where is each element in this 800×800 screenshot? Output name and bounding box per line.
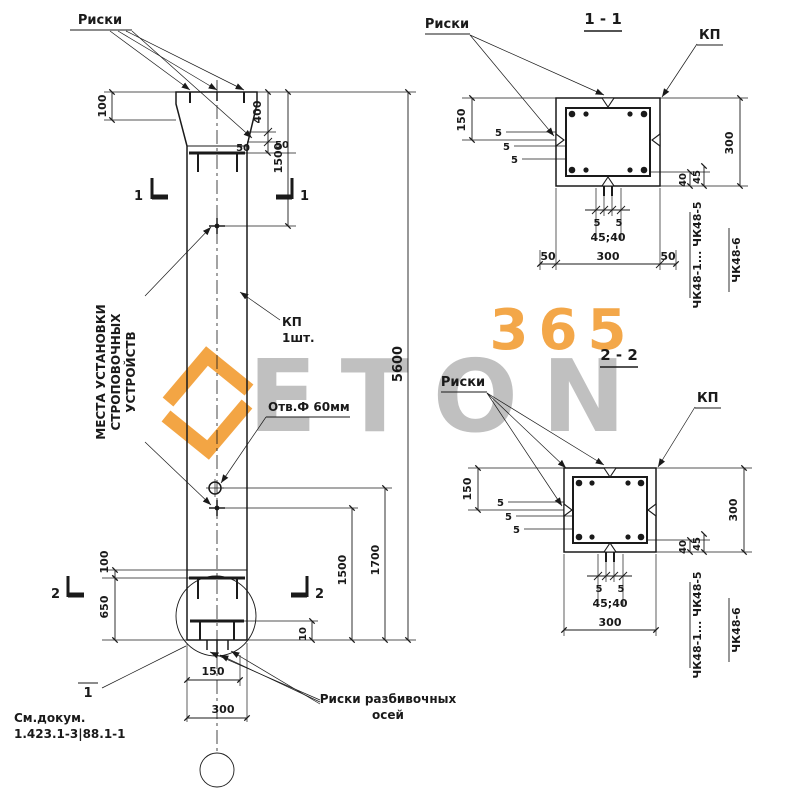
mark-range-s1: ЧК48-1... ЧК48-5 bbox=[691, 201, 704, 308]
dim-40-s1: 40 bbox=[678, 173, 689, 187]
section-cut-1: 1 1 bbox=[134, 178, 309, 204]
dim-1500-top: 1500 bbox=[272, 142, 285, 173]
axes-riski-line2: осей bbox=[372, 708, 404, 722]
section-1-1-kp-label: КП bbox=[699, 28, 721, 43]
dim-1700: 1700 bbox=[369, 544, 382, 575]
dim-5-s2-bot-left: 5 bbox=[596, 584, 603, 595]
section-1-1-riski-label: Риски bbox=[425, 17, 469, 32]
mark-range-s2: ЧК48-1... ЧК48-5 bbox=[691, 571, 704, 678]
kp-note-line1: КП bbox=[282, 315, 302, 329]
strop-mark-top bbox=[209, 218, 225, 234]
detail-bubble bbox=[199, 752, 235, 788]
section-cut-2: 2 2 bbox=[51, 576, 324, 602]
riski-top-label: Риски bbox=[78, 13, 122, 28]
dim-45-s2: 45 bbox=[692, 537, 703, 551]
watermark-brand: ETON bbox=[248, 338, 649, 455]
dim-5-s1-c: 5 bbox=[511, 155, 518, 166]
hole-note-label: Отв.Ф 60мм bbox=[268, 400, 350, 414]
section-2-2: 2 - 2 Риски КП 150 5 5 5 bbox=[441, 346, 752, 679]
doc-reference-line1: См.докум. bbox=[14, 711, 85, 725]
section-2-2-kp-label: КП bbox=[697, 391, 719, 406]
places-note-line3: УСТРОЙСТВ bbox=[123, 331, 138, 412]
axes-riski-line1: Риски разбивочных bbox=[320, 692, 457, 706]
places-note-line1: МЕСТА УСТАНОВКИ bbox=[94, 304, 108, 439]
mark-last-s2: ЧК48-6 bbox=[730, 607, 743, 653]
detail-reference: 1 См.докум. 1.423.1-3|88.1-1 bbox=[14, 682, 126, 741]
dim-10: 10 bbox=[298, 627, 309, 641]
dim-50-s1-right: 50 bbox=[660, 250, 676, 263]
dim-1500-bottom: 1500 bbox=[336, 554, 349, 585]
dim-100-bottom: 100 bbox=[98, 550, 111, 573]
dim-300-s1-bottom: 300 bbox=[597, 250, 620, 263]
dim-5-s1-bot-right: 5 bbox=[616, 218, 623, 229]
dim-300-s2-right: 300 bbox=[727, 498, 740, 521]
dim-5-s2-b: 5 bbox=[505, 512, 512, 523]
dim-300-s2-bottom: 300 bbox=[599, 616, 622, 629]
hole-note: Отв.Ф 60мм bbox=[220, 400, 350, 484]
mark-last-s1: ЧК48-6 bbox=[730, 237, 743, 283]
dim-300: 300 bbox=[212, 703, 235, 716]
section-1-1: 1 - 1 Риски КП 150 5 5 5 bbox=[425, 10, 748, 309]
cut-label-1-left: 1 bbox=[134, 189, 143, 204]
places-note: МЕСТА УСТАНОВКИ СТРОПОВОЧНЫХ УСТРОЙСТВ bbox=[94, 226, 212, 506]
column-elevation: 1 1 2 2 100 400 50 50 1500 bbox=[14, 13, 457, 788]
dim-5600: 5600 bbox=[391, 346, 406, 382]
places-note-line2: СТРОПОВОЧНЫХ bbox=[109, 313, 123, 431]
dim-50-s1-left: 50 bbox=[540, 250, 556, 263]
cut-label-2-left: 2 bbox=[51, 587, 60, 602]
dim-40-s2: 40 bbox=[678, 540, 689, 554]
dim-5-s1-a: 5 bbox=[495, 128, 502, 139]
dim-5-s1-b: 5 bbox=[503, 142, 510, 153]
detail-circle bbox=[175, 575, 257, 657]
doc-reference-line2: 1.423.1-3|88.1-1 bbox=[14, 727, 126, 741]
kp-note: КП 1шт. bbox=[239, 291, 315, 345]
dim-100-top: 100 bbox=[96, 94, 109, 117]
brand-logo-icon bbox=[162, 346, 254, 407]
detail-marker: 1 bbox=[83, 686, 92, 701]
axes-riski-note: Риски разбивочных осей bbox=[209, 650, 457, 722]
watermark-number: 365 bbox=[490, 298, 637, 363]
dim-5-s2-bot-right: 5 bbox=[618, 584, 625, 595]
dim-300-s1-right: 300 bbox=[723, 131, 736, 154]
watermark: 365 ETON bbox=[161, 298, 649, 460]
dim-150-s1: 150 bbox=[455, 108, 468, 131]
dim-150: 150 bbox=[202, 665, 225, 678]
dim-45-s1: 45 bbox=[692, 170, 703, 184]
brand-logo-icon bbox=[161, 399, 253, 460]
kp-note-line2: 1шт. bbox=[282, 331, 315, 345]
dim-4540-s1: 45;40 bbox=[590, 231, 625, 244]
section-2-2-title: 2 - 2 bbox=[600, 346, 638, 364]
dim-400: 400 bbox=[251, 100, 264, 123]
cut-label-1-right: 1 bbox=[300, 189, 309, 204]
dim-650: 650 bbox=[98, 595, 111, 618]
strop-mark-bottom bbox=[209, 500, 225, 516]
dim-150-s2: 150 bbox=[461, 477, 474, 500]
dim-4540-s2: 45;40 bbox=[592, 597, 627, 610]
dim-50-b: 50 bbox=[275, 140, 289, 151]
cut-label-2-right: 2 bbox=[315, 587, 324, 602]
dim-5-s1-bot-left: 5 bbox=[594, 218, 601, 229]
dim-5-s2-c: 5 bbox=[513, 525, 520, 536]
dim-5-s2-a: 5 bbox=[497, 498, 504, 509]
dim-50-a: 50 bbox=[236, 143, 250, 154]
section-1-1-title: 1 - 1 bbox=[584, 10, 622, 28]
section-2-2-riski-label: Риски bbox=[441, 375, 485, 390]
